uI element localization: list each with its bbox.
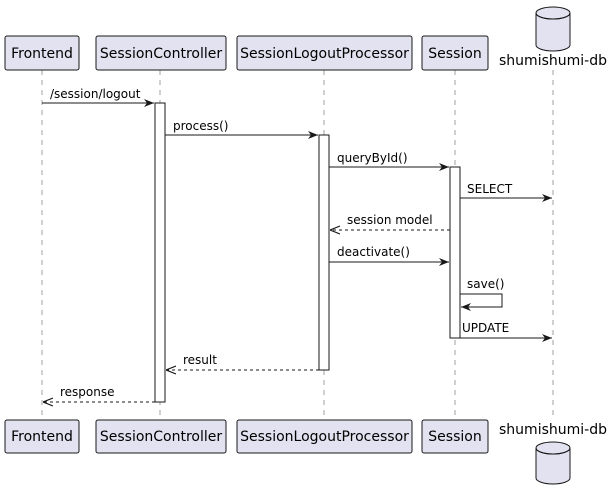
message-label: result [183, 353, 217, 367]
message-label: /session/logout [50, 87, 141, 101]
participant-label: SessionLogoutProcessor [240, 46, 409, 62]
participant-label: Frontend [11, 46, 73, 62]
message-label: save() [467, 277, 504, 291]
activation-bar-session [449, 166, 461, 339]
activation-bar-session-controller [154, 102, 166, 403]
messages: /session/logout process() queryById() SE… [42, 87, 552, 402]
participant-frontend-bottom[interactable]: Frontend [4, 419, 80, 454]
database-icon [535, 6, 571, 52]
participant-label: Frontend [11, 429, 73, 445]
message-label: session model [347, 213, 433, 227]
participant-label: Session [428, 46, 481, 62]
message-label: process() [173, 119, 228, 133]
message-query-by-id[interactable]: queryById() [329, 151, 449, 171]
message-deactivate[interactable]: deactivate() [329, 245, 449, 266]
message-result-return[interactable]: result [166, 353, 319, 370]
participant-frontend[interactable]: Frontend [4, 35, 80, 71]
participant-label: SessionController [100, 429, 223, 445]
participant-shumishumi-db-bottom[interactable]: shumishumi-db [499, 422, 607, 485]
participant-label: SessionLogoutProcessor [240, 429, 409, 445]
participant-session-logout-processor-bottom[interactable]: SessionLogoutProcessor [236, 419, 413, 454]
participant-label: SessionController [100, 46, 223, 62]
message-select[interactable]: SELECT [460, 182, 552, 202]
participant-session-logout-processor[interactable]: SessionLogoutProcessor [236, 35, 413, 71]
participant-shumishumi-db[interactable]: shumishumi-db [499, 6, 607, 69]
activation-bars [154, 102, 461, 403]
participant-session-controller[interactable]: SessionController [95, 35, 227, 71]
participant-label: Session [428, 429, 481, 445]
participant-label: shumishumi-db [499, 53, 607, 69]
participants-bottom: Frontend SessionController SessionLogout… [4, 419, 607, 485]
message-save-self-call[interactable]: save() [460, 277, 504, 311]
message-process[interactable]: process() [165, 119, 318, 139]
message-label: deactivate() [337, 245, 410, 259]
database-icon [535, 441, 571, 485]
participants-top: Frontend SessionController SessionLogout… [4, 6, 607, 71]
participant-session-controller-bottom[interactable]: SessionController [95, 419, 227, 454]
activation-bar-session-logout-processor [318, 134, 330, 371]
participant-session[interactable]: Session [421, 35, 489, 71]
participant-label: shumishumi-db [499, 422, 607, 438]
message-response-return[interactable]: response [43, 385, 155, 402]
message-session-logout-request[interactable]: /session/logout [42, 87, 154, 107]
message-session-model-return[interactable]: session model [330, 213, 450, 230]
message-label: queryById() [337, 151, 408, 165]
message-label: response [60, 385, 115, 399]
participant-session-bottom[interactable]: Session [421, 419, 489, 454]
message-update[interactable]: UPDATE [455, 321, 552, 342]
lifelines [41, 70, 554, 420]
message-label: SELECT [467, 182, 513, 196]
message-label: UPDATE [462, 321, 509, 335]
